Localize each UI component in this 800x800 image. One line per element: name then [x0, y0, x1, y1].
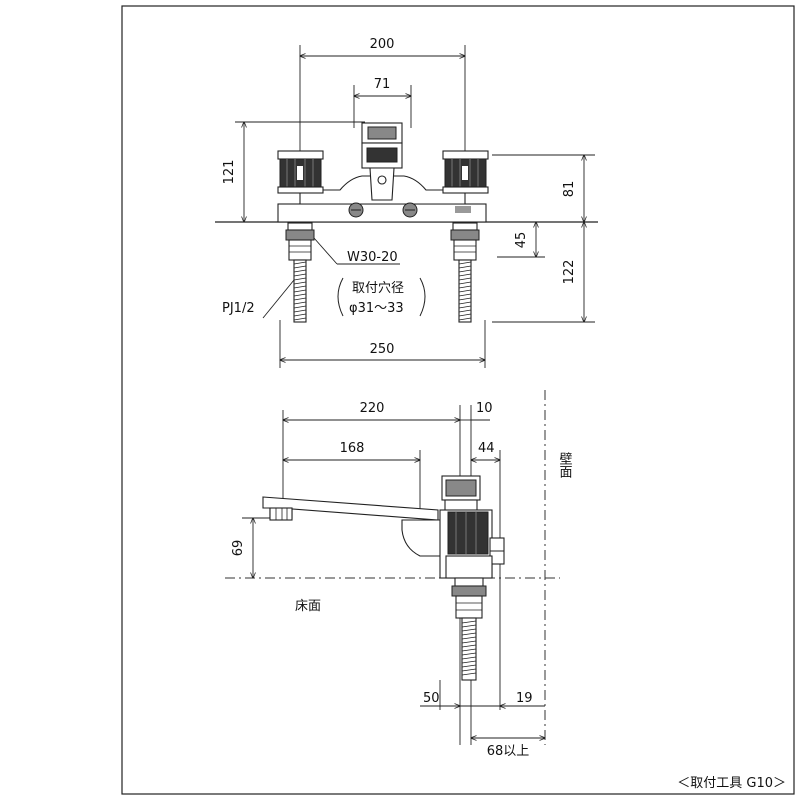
- drawing-border: [121, 5, 795, 795]
- dim-122: 122: [562, 260, 577, 285]
- hole-bracket-left: [337, 277, 344, 317]
- front-view: 200 71 121 81 45 122 250: [215, 37, 598, 368]
- dim-220: 220: [360, 401, 385, 416]
- label-hole-range: φ31～33: [349, 301, 404, 316]
- label-floor: 床面: [295, 599, 321, 614]
- dim-71: 71: [374, 77, 391, 92]
- dim-121: 121: [222, 160, 237, 185]
- dim-44: 44: [478, 441, 495, 456]
- left-handle: [277, 150, 324, 194]
- spout-outlet: [269, 507, 293, 521]
- label-pipe-pj12: PJ1/2: [222, 301, 255, 316]
- top-cap-grip: [445, 479, 477, 497]
- dim-19: 19: [516, 691, 533, 706]
- left-shank: [285, 222, 315, 323]
- hole-bracket-right: [419, 277, 426, 317]
- switch-cap-grip: [367, 126, 397, 140]
- dim-69: 69: [231, 540, 246, 557]
- footer-tool-note: ＜取付工具 G10＞: [677, 776, 786, 791]
- switch-knob: [377, 175, 387, 185]
- spout-collar: [401, 519, 446, 557]
- dim-81: 81: [562, 181, 577, 198]
- label-wall: 壁面: [557, 452, 573, 478]
- valve-handle-side: [447, 511, 489, 555]
- side-view: 220 10 168 44 69 50 19 68以上 壁面 床面: [225, 390, 572, 759]
- dim-68-or-more: 68以上: [487, 744, 530, 759]
- side-shank: [451, 577, 487, 681]
- faucet-base-body: [277, 203, 487, 223]
- dim-168: 168: [340, 441, 365, 456]
- right-shank: [450, 222, 480, 323]
- label-nut-w30-20: W30-20: [347, 250, 398, 265]
- label-hole-title: 取付穴径: [352, 281, 404, 296]
- label-plate: [455, 206, 471, 213]
- switch-lever: [366, 147, 398, 163]
- right-handle: [442, 150, 489, 194]
- dim-250: 250: [370, 342, 395, 357]
- dim-45: 45: [514, 232, 529, 249]
- dim-10: 10: [476, 401, 493, 416]
- dim-200: 200: [370, 37, 395, 52]
- dim-50: 50: [423, 691, 440, 706]
